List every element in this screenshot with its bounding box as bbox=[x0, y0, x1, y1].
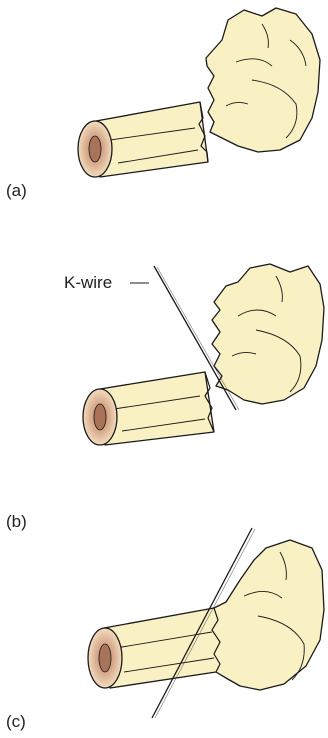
panel-c-label: (c) bbox=[6, 713, 26, 730]
distal-fragment-b bbox=[212, 264, 324, 404]
panel-c bbox=[88, 528, 324, 718]
panel-b bbox=[83, 264, 324, 445]
panel-a-label: (a) bbox=[6, 182, 27, 199]
k-wire-label: K-wire bbox=[64, 274, 112, 291]
panel-b-label: (b) bbox=[6, 513, 27, 530]
reduced-bone-c bbox=[104, 540, 324, 690]
distal-fragment-a bbox=[206, 8, 320, 152]
panel-a bbox=[78, 8, 320, 177]
